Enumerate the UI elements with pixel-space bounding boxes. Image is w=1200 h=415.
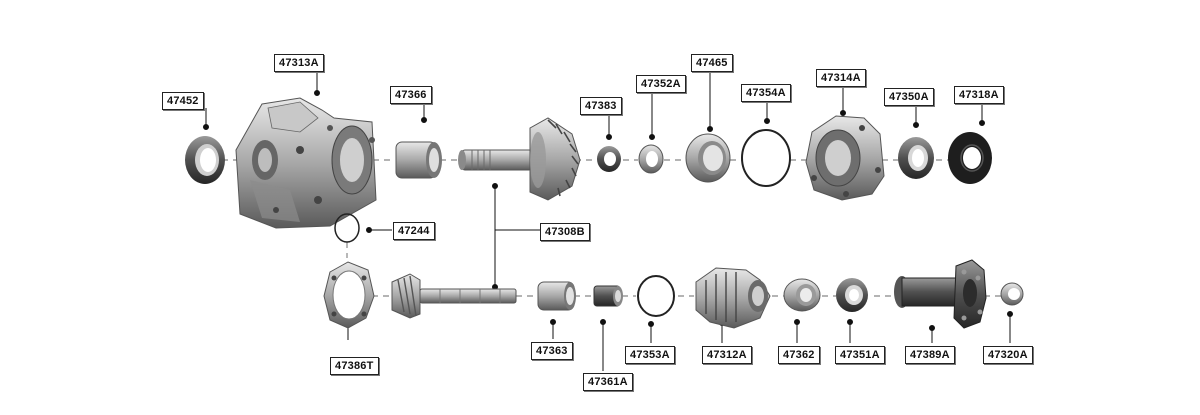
label-47389A: 47389A (905, 346, 955, 364)
label-47386T: 47386T (330, 357, 379, 375)
part-bearing-47366 (395, 141, 442, 179)
label-47352A: 47352A (636, 75, 686, 93)
part-carrier-47312A (695, 267, 771, 329)
leader-lines (203, 70, 1013, 371)
part-oring-47354A (741, 129, 791, 187)
label-47353A: 47353A (625, 346, 675, 364)
label-47354A: 47354A (741, 84, 791, 102)
part-flange-47389A (894, 259, 987, 329)
part-shaft-gear-47308B (458, 117, 581, 201)
part-sleeve-47361A (593, 285, 623, 307)
label-47351A: 47351A (835, 346, 885, 364)
part-seal-47452 (185, 136, 225, 184)
label-47383: 47383 (580, 97, 622, 115)
part-seal-47351A (836, 278, 868, 312)
part-shield-47318A (948, 132, 992, 184)
part-nut-47320A (1000, 282, 1024, 306)
part-housing-47314A (805, 115, 885, 201)
part-oring-47244 (334, 213, 360, 243)
part-ring-47383 (597, 146, 621, 172)
part-bearing-47465 (685, 133, 731, 183)
label-47318A: 47318A (954, 86, 1004, 104)
label-47308B: 47308B (540, 223, 590, 241)
part-seal-47350A (898, 137, 934, 179)
part-oring-47353A (637, 275, 675, 317)
label-47313A: 47313A (274, 54, 324, 72)
label-47452: 47452 (162, 92, 204, 110)
part-gasket-47386T (323, 261, 375, 329)
label-47312A: 47312A (702, 346, 752, 364)
part-bearing-47362 (783, 278, 821, 312)
label-47320A: 47320A (983, 346, 1033, 364)
label-47362: 47362 (778, 346, 820, 364)
part-ring-47352A (638, 144, 664, 174)
label-47361A: 47361A (583, 373, 633, 391)
label-47314A: 47314A (816, 69, 866, 87)
label-47465: 47465 (691, 54, 733, 72)
part-housing-47313A (235, 97, 377, 229)
label-47350A: 47350A (884, 88, 934, 106)
label-47244: 47244 (393, 222, 435, 240)
label-47366: 47366 (390, 86, 432, 104)
part-pinion-shaft (391, 273, 517, 319)
label-47363: 47363 (531, 342, 573, 360)
part-bearing-47363 (537, 281, 576, 311)
